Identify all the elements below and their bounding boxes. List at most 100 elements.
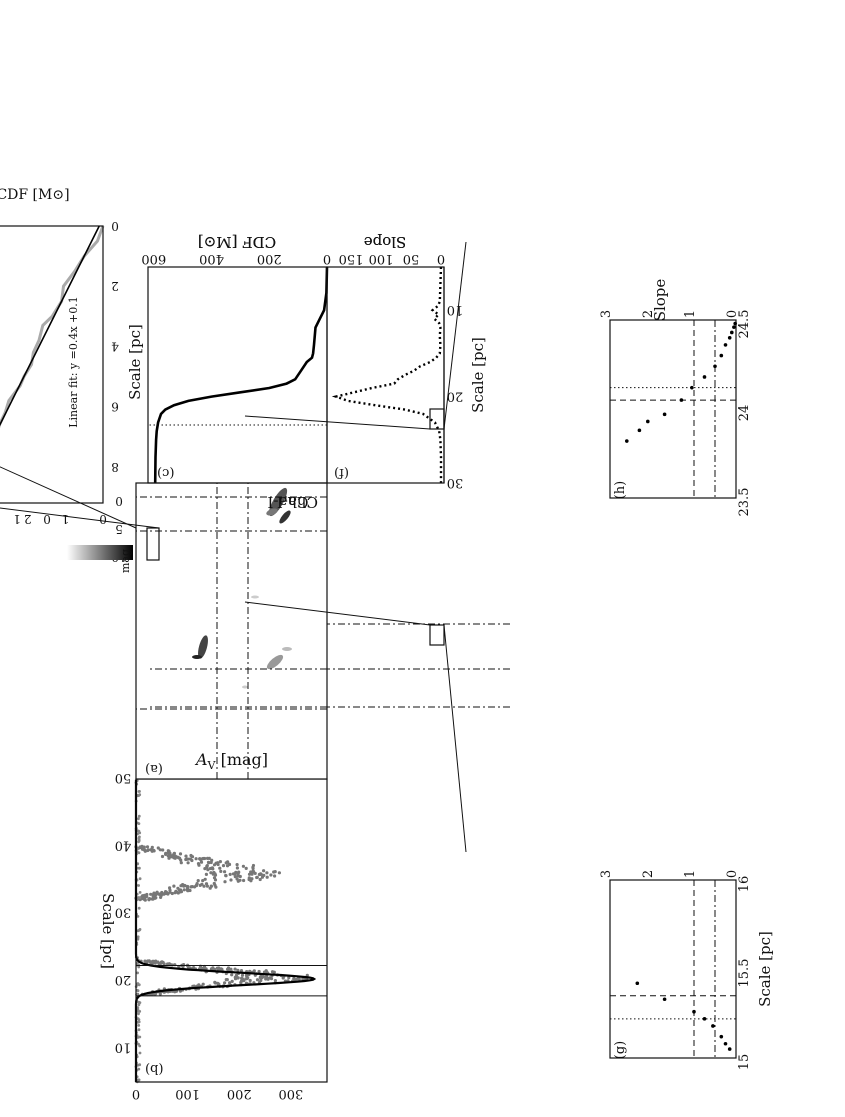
av-point bbox=[239, 976, 244, 980]
panel-g-ytick: 1 bbox=[683, 870, 698, 878]
panel-b-xlabel-text: AV [mag] bbox=[194, 750, 268, 772]
arrow-f-to-h-top bbox=[244, 601, 431, 626]
av-point bbox=[138, 790, 141, 793]
av-point bbox=[184, 854, 188, 858]
av-point bbox=[137, 1028, 141, 1032]
panel-h-label: (h) bbox=[613, 481, 628, 500]
panel-d-ytick: 0 bbox=[43, 512, 51, 526]
panel-e-ylabel: CDF [M⊙] bbox=[0, 187, 70, 203]
av-point bbox=[202, 884, 206, 888]
av-point bbox=[172, 851, 176, 855]
av-point bbox=[136, 915, 140, 918]
cloud-blob bbox=[198, 635, 208, 659]
panel-c-ytick: 200 bbox=[257, 251, 282, 266]
av-point bbox=[137, 884, 140, 887]
av-point bbox=[143, 897, 147, 901]
av-point bbox=[150, 962, 154, 966]
av-point bbox=[188, 857, 192, 861]
av-point bbox=[137, 983, 141, 987]
arrow-f-to-g-top bbox=[244, 415, 431, 430]
av-point bbox=[206, 868, 210, 872]
av-point bbox=[136, 937, 140, 941]
panel-f-ylabel-text: Slope bbox=[364, 233, 407, 251]
av-point bbox=[208, 886, 212, 890]
av-point bbox=[255, 875, 259, 880]
av-point bbox=[197, 863, 201, 867]
panel-a-zoom-box bbox=[146, 527, 160, 561]
panel-f-xtick: 20 bbox=[447, 389, 464, 404]
panel-a-cbar-tick: 5 bbox=[115, 522, 123, 536]
cloud-blob bbox=[266, 654, 284, 670]
av-point bbox=[137, 1067, 141, 1071]
panel-e: (e) Linear fit: y =0.4x +0.1 bbox=[0, 225, 105, 504]
av-point bbox=[258, 872, 263, 876]
av-point bbox=[147, 897, 152, 901]
panel-h-ylabel: Slope bbox=[651, 279, 669, 322]
arrow-f-to-h-bottom bbox=[443, 624, 467, 853]
panel-b-ytick: 40 bbox=[115, 837, 132, 852]
av-point bbox=[209, 871, 213, 875]
panel-f-ytick: 0 bbox=[437, 251, 445, 266]
av-point bbox=[137, 1003, 141, 1007]
av-point bbox=[194, 857, 198, 861]
av-point bbox=[240, 973, 245, 977]
av-point bbox=[233, 872, 237, 876]
panel-b: (b) AV [mag] bbox=[134, 752, 328, 1084]
av-point bbox=[201, 982, 205, 986]
panel-f-zoom-box-h bbox=[429, 624, 445, 646]
panel-g-xlabel: Scale [pc] bbox=[756, 931, 774, 1007]
av-point bbox=[173, 856, 177, 860]
av-point bbox=[213, 981, 217, 985]
av-point bbox=[213, 878, 218, 882]
av-point bbox=[251, 866, 255, 871]
av-point bbox=[136, 1008, 140, 1011]
av-point bbox=[241, 878, 246, 883]
cloud-blob bbox=[242, 685, 248, 689]
panel-f-frame bbox=[326, 266, 445, 484]
panel-c-frame bbox=[147, 266, 328, 484]
av-point bbox=[261, 975, 265, 979]
av-point bbox=[137, 896, 140, 899]
panel-h-point bbox=[646, 419, 650, 424]
av-point bbox=[305, 973, 309, 977]
av-point bbox=[138, 1051, 142, 1055]
arrow-f-to-g-bottom bbox=[443, 241, 467, 430]
av-point bbox=[170, 854, 174, 858]
av-point bbox=[230, 973, 234, 977]
av-point bbox=[241, 864, 245, 868]
panel-h-point bbox=[679, 398, 684, 402]
av-point bbox=[189, 853, 193, 858]
av-point bbox=[176, 886, 180, 890]
panel-a-cloud-name: Cha-I bbox=[277, 493, 318, 511]
av-point bbox=[218, 860, 222, 864]
cdf-zoom-curve bbox=[0, 225, 105, 429]
av-point bbox=[194, 884, 198, 888]
panel-b-xtick: 300 bbox=[278, 1086, 303, 1101]
panel-c-ytick: 600 bbox=[141, 251, 166, 266]
panel-f-label: (f) bbox=[334, 465, 349, 480]
av-point bbox=[265, 875, 269, 879]
av-point bbox=[235, 877, 239, 881]
av-point bbox=[145, 894, 149, 899]
panel-h-xtick: 24 bbox=[737, 405, 752, 422]
av-point bbox=[273, 870, 277, 874]
av-point bbox=[204, 872, 208, 876]
av-point bbox=[156, 960, 160, 964]
av-point bbox=[146, 848, 150, 853]
panel-b-marks bbox=[134, 779, 327, 1084]
panel-b-xtick: 0 bbox=[132, 1086, 140, 1101]
av-point bbox=[227, 862, 232, 867]
av-point bbox=[160, 854, 165, 859]
av-point bbox=[137, 822, 141, 825]
panel-b-ytick: 50 bbox=[115, 770, 132, 785]
av-point bbox=[167, 856, 171, 860]
panel-g-xtick: 16 bbox=[737, 876, 752, 893]
av-point bbox=[185, 857, 189, 861]
panel-f-xtick: 10 bbox=[447, 302, 464, 317]
arrow-a-to-d-bottom bbox=[0, 507, 160, 529]
panel-a: (a) Cha-I bbox=[135, 482, 328, 780]
av-point bbox=[189, 885, 193, 889]
av-point bbox=[161, 848, 165, 852]
panel-a-cloud-label: Cha-I bbox=[267, 493, 308, 511]
av-point bbox=[212, 881, 216, 886]
